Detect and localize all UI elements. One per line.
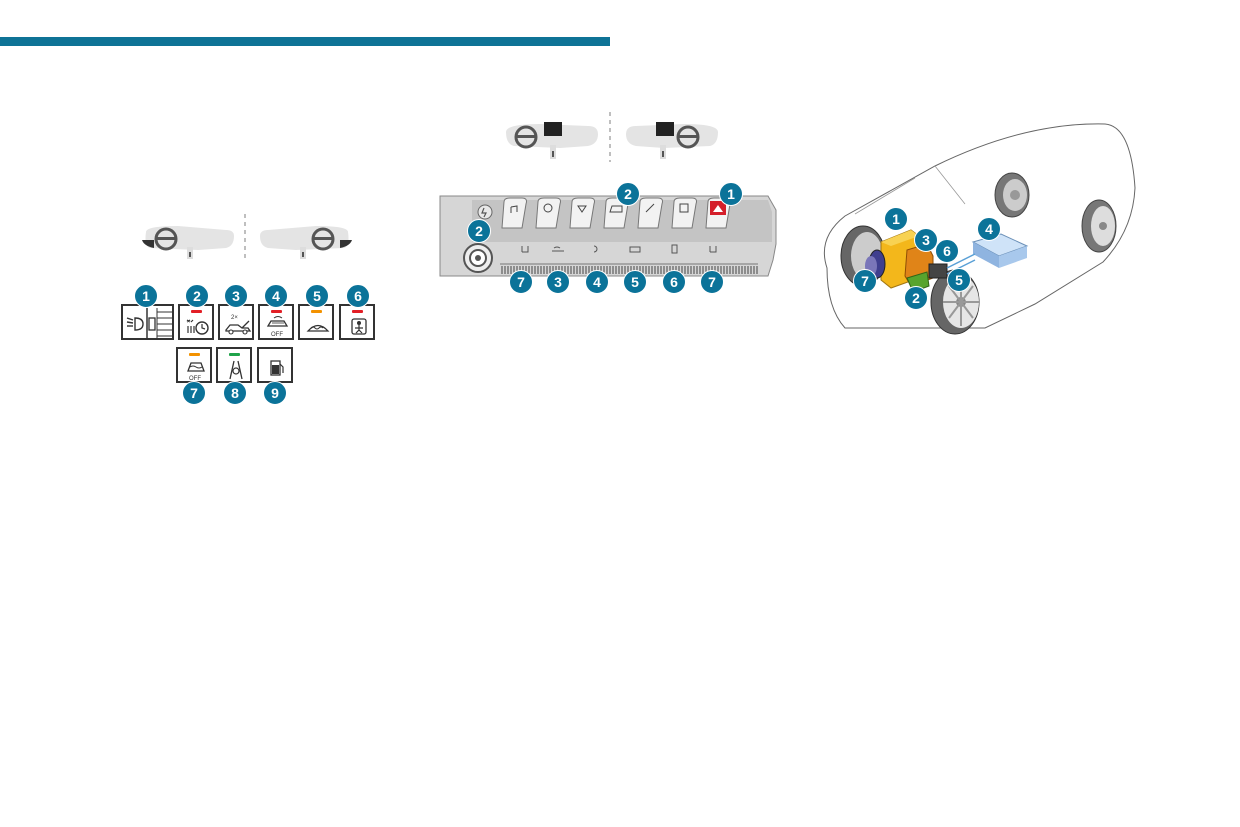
boot-open-switch[interactable]: 2× <box>218 304 254 340</box>
callout-5: 5 <box>947 268 971 292</box>
callout-2: 2 <box>904 286 928 310</box>
callout-1: 1 <box>884 207 908 231</box>
status-lamp-green <box>229 353 240 356</box>
callout-8: 8 <box>223 381 247 405</box>
programmable-heating-icon <box>186 319 209 335</box>
inverter-black-icon <box>928 263 948 279</box>
status-lamp-red <box>352 310 363 313</box>
rear-left-wheel-icon <box>1081 199 1117 253</box>
hazard-warning-toggle[interactable] <box>705 197 731 229</box>
callout-1: 1 <box>134 284 158 308</box>
callout-2: 2 <box>185 284 209 308</box>
svg-text:2×: 2× <box>231 315 238 321</box>
boot-2x-open-icon: 2× <box>225 315 252 335</box>
callout-6: 6 <box>935 239 959 263</box>
center-console-toggle-panel <box>439 195 777 277</box>
callout-3: 3 <box>914 228 938 252</box>
lane-keeping-switch[interactable] <box>216 347 252 383</box>
headlamp-beam-adjust-icon <box>126 308 173 340</box>
volumetric-alarm-off-icon: OFF <box>266 316 289 338</box>
callout-2: 2 <box>467 219 491 243</box>
fuel-filler-flap-icon <box>270 360 284 376</box>
callout-7: 7 <box>509 270 533 294</box>
toggle-row <box>501 197 731 229</box>
callout-7: 7 <box>182 381 206 405</box>
status-lamp-orange <box>189 353 200 356</box>
svg-text:OFF: OFF <box>271 332 283 338</box>
status-lamp-orange <box>311 310 322 313</box>
callout-4: 4 <box>264 284 288 308</box>
callout-2: 2 <box>616 182 640 206</box>
windscreen-heating-switch[interactable] <box>298 304 334 340</box>
driving-position-indicator <box>142 214 352 260</box>
callout-5: 5 <box>623 270 647 294</box>
climate-icons-row <box>521 244 717 254</box>
programmable-heating-switch[interactable] <box>178 304 214 340</box>
svg-text:OFF: OFF <box>189 376 201 382</box>
child-lock-switch[interactable] <box>339 304 375 340</box>
callout-3: 3 <box>546 270 570 294</box>
callout-9: 9 <box>263 381 287 405</box>
windscreen-heating-icon <box>306 324 330 332</box>
lane-keeping-icon <box>229 360 243 380</box>
status-lamp-red <box>271 310 282 313</box>
status-lamp-red <box>191 310 202 313</box>
callout-6: 6 <box>662 270 686 294</box>
child-lock-icon <box>351 318 367 335</box>
driving-position-indicator-center <box>506 112 718 162</box>
callout-6: 6 <box>346 284 370 308</box>
headlamp-beam-adjust-switch[interactable] <box>121 304 174 340</box>
esp-switch[interactable]: OFF <box>176 347 212 383</box>
callout-1: 1 <box>719 182 743 206</box>
rear-right-wheel-icon <box>994 172 1030 218</box>
fuel-flap-switch[interactable] <box>257 347 293 383</box>
volumetric-alarm-switch[interactable]: OFF <box>258 304 294 340</box>
header-accent-bar <box>0 37 610 46</box>
esp-off-icon: OFF <box>187 362 205 382</box>
callout-5: 5 <box>305 284 329 308</box>
callout-7: 7 <box>853 269 877 293</box>
callout-7: 7 <box>700 270 724 294</box>
callout-4: 4 <box>585 270 609 294</box>
callout-4: 4 <box>977 217 1001 241</box>
callout-3: 3 <box>224 284 248 308</box>
